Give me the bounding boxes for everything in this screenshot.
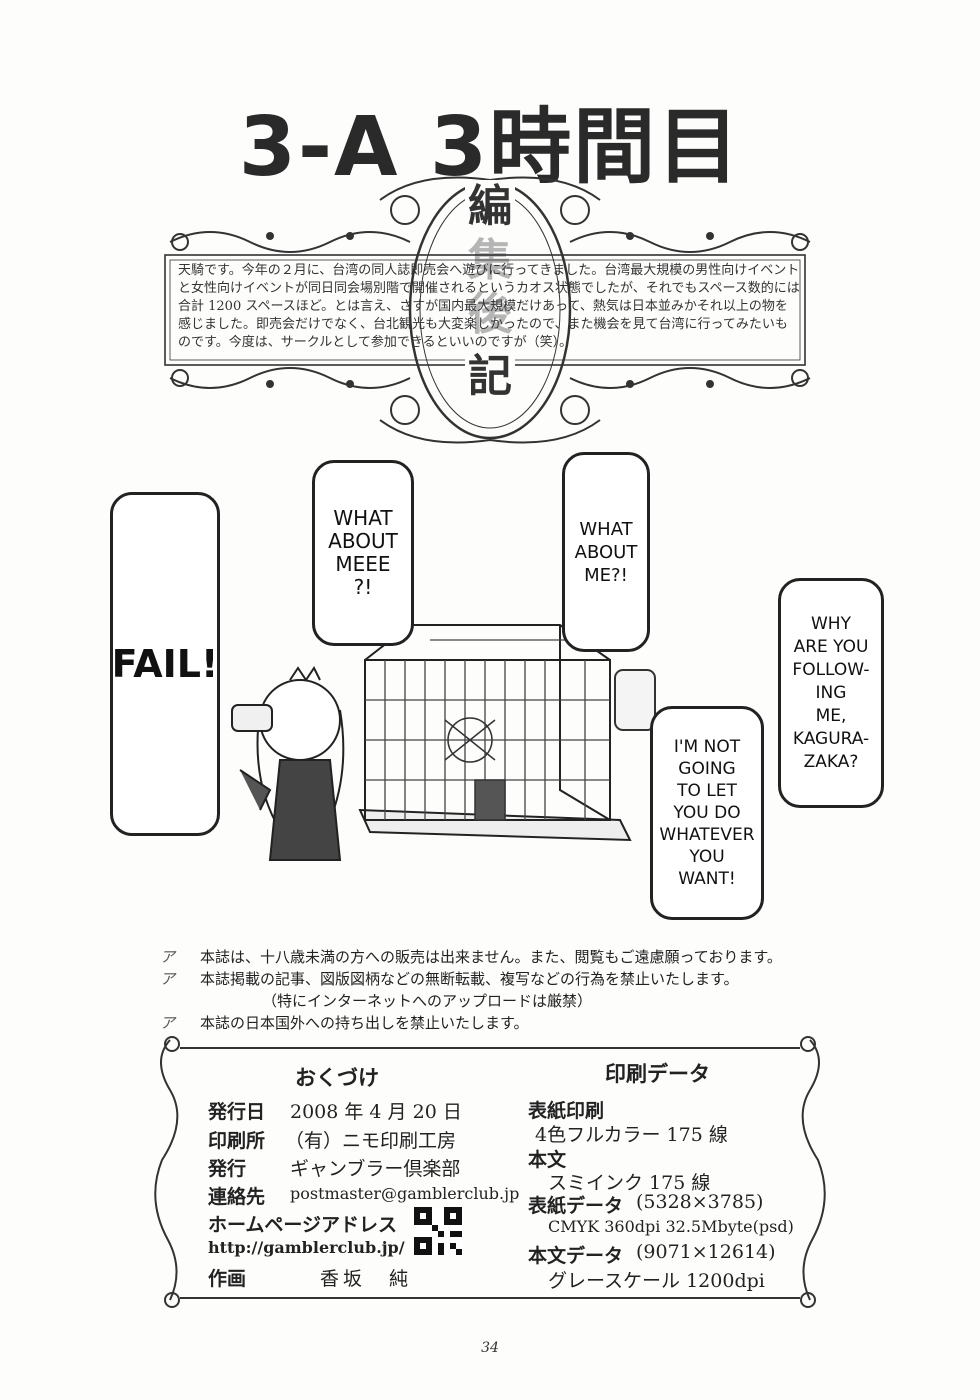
bubble-line: ?! [353, 575, 373, 599]
colophon-value-publisher: ギャンブラー倶楽部 [290, 1158, 461, 1180]
bubble-line: YOU [689, 847, 725, 867]
notice-text: 本誌掲載の記事、図版図柄などの無断転載、複写などの行為を禁止いたします。 [200, 970, 739, 988]
speech-bubble-what-about-meee: WHAT ABOUT MEEE ?! [312, 460, 414, 646]
bubble-line: WHAT [333, 506, 393, 530]
bubble-line: WHY [811, 613, 851, 634]
bubble-line: ABOUT [328, 529, 398, 553]
print-value-body-spec: グレースケール 1200dpi [548, 1270, 765, 1292]
speech-bubble-not-going: I'M NOT GOING TO LET YOU DO WHATEVER YOU… [650, 706, 764, 920]
colophon-value-printer: （有）ニモ印刷工房 [285, 1130, 457, 1152]
notice-age-restriction: ア 本誌は、十八歳未満の方への販売は出来ません。また、閲覧もご遠慮願っております。 [160, 946, 782, 968]
bubble-line: ARE YOU [793, 636, 869, 657]
bubble-line: ME, [815, 705, 847, 726]
editorial-label-mid-2: 後 [468, 289, 512, 340]
bubble-line: ZAKA? [803, 751, 859, 772]
bubble-fail-text: FAIL! [111, 641, 219, 686]
colophon-value-contact: postmaster@gamblerclub.jp [290, 1184, 520, 1203]
bubble-line: TO LET [677, 781, 737, 801]
page-number: 34 [481, 1340, 499, 1356]
print-label-cover: 表紙印刷 [528, 1100, 605, 1122]
notice-text: 本誌は、十八歳未満の方への販売は出来ません。また、閲覧もご遠慮願っております。 [200, 948, 782, 966]
print-data-heading: 印刷データ [605, 1061, 710, 1086]
qr-code-icon [414, 1207, 462, 1255]
colophon-value-author: 香坂 純 [320, 1268, 413, 1290]
print-value-cover: 4色フルカラー 175 線 [535, 1124, 728, 1146]
bubble-line: KAGURA- [792, 728, 870, 749]
bubble-line: ING [815, 682, 847, 703]
bubble-line: YOU DO [673, 803, 741, 823]
print-label-body: 本文 [528, 1149, 567, 1171]
notice-text: 本誌の日本国外への持ち出しを禁止いたします。 [200, 1014, 529, 1032]
colophon-label-issue-date: 発行日 [208, 1101, 266, 1123]
colophon-heading: おくづけ [295, 1065, 379, 1090]
notice-no-reproduction: ア 本誌掲載の記事、図版図柄などの無断転載、複写などの行為を禁止いたします。 [160, 968, 739, 990]
bubble-line: WANT! [678, 869, 736, 889]
bubble-line: ABOUT [574, 541, 638, 563]
notice-mark: ア [160, 948, 176, 966]
colophon-frame [154, 1036, 826, 1308]
print-label-body-data: 本文データ [528, 1245, 624, 1267]
colophon-label-publisher: 発行 [208, 1158, 247, 1180]
print-value-body-data: (9071×12614) [636, 1241, 776, 1263]
print-value-cover-spec: CMYK 360dpi 32.5Mbyte(psd) [548, 1217, 794, 1236]
bubble-line: WHATEVER [659, 825, 755, 845]
notice-no-upload: （特にインターネットへのアップロードは厳禁） [262, 992, 593, 1010]
speech-bubble-why-following: WHY ARE YOU FOLLOW- ING ME, KAGURA- ZAKA… [778, 578, 884, 808]
editorial-text: 天騎です。今年の２月に、台湾の同人誌即売会へ遊びに行ってきました。台湾最大規模の… [178, 263, 800, 350]
homepage-link[interactable]: http://gamblerclub.jp/ [208, 1238, 405, 1257]
notice-mark: ア [160, 970, 176, 988]
speech-bubble-fail: FAIL! [110, 492, 220, 836]
colophon-value-issue-date: 2008 年 4 月 20 日 [290, 1101, 462, 1123]
colophon-label-printer: 印刷所 [208, 1130, 266, 1152]
bubble-line: WHAT [579, 518, 633, 540]
editorial-label-top: 編 [465, 180, 515, 234]
colophon-label-contact: 連絡先 [208, 1186, 266, 1208]
print-value-cover-data: (5328×3785) [636, 1191, 764, 1213]
bubble-line: GOING [678, 759, 736, 779]
bubble-line: FOLLOW- [792, 659, 870, 680]
editorial-label-mid-1: 集 [468, 235, 512, 286]
editorial-label-bottom: 記 [465, 350, 515, 404]
speech-bubble-what-about-me: WHAT ABOUT ME?! [562, 452, 650, 652]
colophon-label-homepage: ホームページアドレス [208, 1214, 398, 1236]
bubble-line: MEEE [335, 552, 391, 576]
editorial-frame [164, 176, 811, 444]
print-label-cover-data: 表紙データ [528, 1195, 624, 1217]
notice-no-export: ア 本誌の日本国外への持ち出しを禁止いたします。 [160, 1012, 529, 1034]
bubble-line: I'M NOT [673, 737, 741, 757]
print-value-body: スミインク 175 線 [548, 1172, 711, 1194]
colophon-label-author: 作画 [208, 1268, 247, 1290]
bubble-line: ME?! [584, 564, 628, 586]
notice-mark: ア [160, 1014, 176, 1032]
